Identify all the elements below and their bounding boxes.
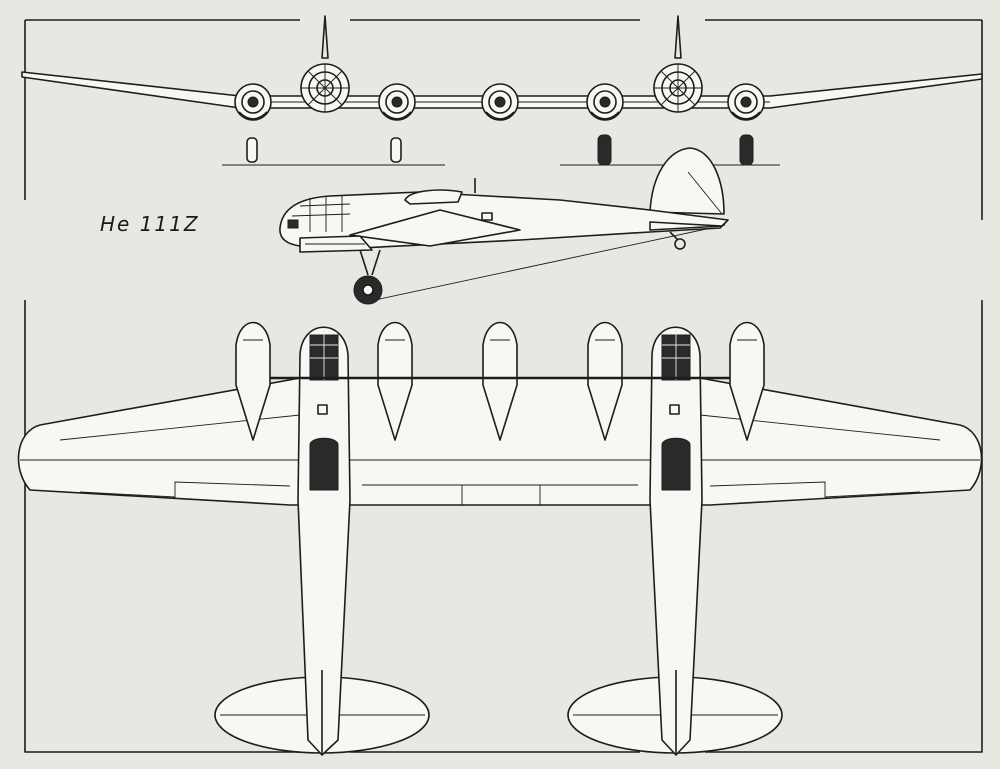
front-view (21, 15, 983, 166)
aircraft-designation-label: He 111Z (100, 212, 200, 236)
frame-marks (24, 19, 983, 753)
plan-view (17, 321, 983, 756)
front-fuselages (300, 15, 703, 113)
side-view-tail-fin (649, 147, 725, 215)
front-engines (234, 83, 765, 121)
side-view (279, 147, 729, 305)
plan-view-fuselages (297, 326, 703, 756)
plan-view-engine-nacelles (235, 321, 765, 441)
